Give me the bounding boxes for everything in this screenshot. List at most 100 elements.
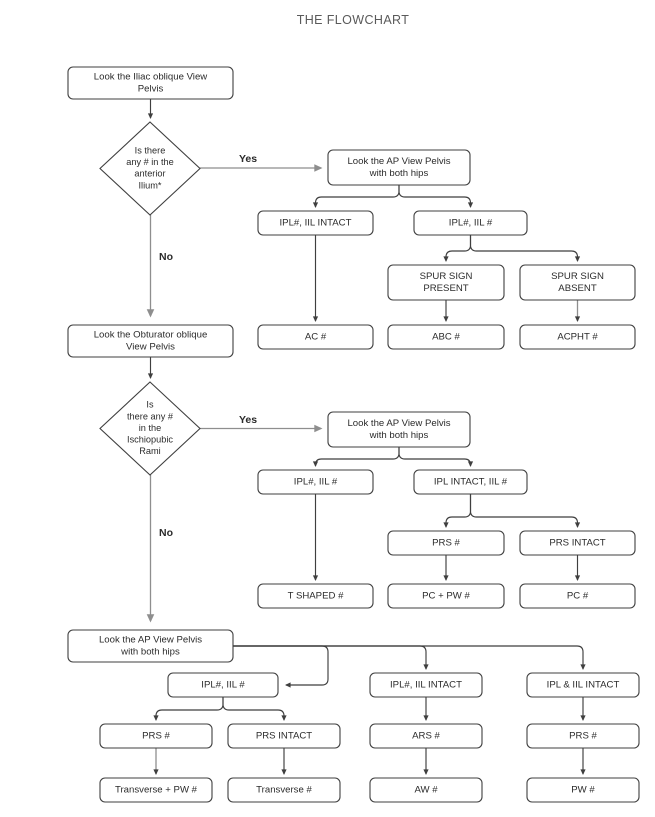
edge-labels-layer: Yes No Yes No (159, 153, 257, 539)
edge-n2-n4 (398, 185, 474, 209)
edges-layer (146, 99, 586, 776)
node-label-line: Ilium* (139, 180, 162, 190)
node-shape-box (387, 530, 505, 556)
process-node-ac[interactable]: AC # (257, 324, 374, 350)
node-shape-box (99, 723, 213, 749)
node-label-line: Is (146, 400, 154, 410)
node-shape-box (413, 210, 528, 236)
node-shape-box (67, 324, 234, 358)
node-shape-box (67, 629, 234, 663)
node-label-line: IPL & IIL INTACT (547, 680, 620, 691)
node-shape-box (387, 324, 505, 350)
node-label-line: Pelvis (138, 84, 164, 95)
node-label-line: T SHAPED # (288, 591, 344, 602)
edge-n4-n5 (443, 235, 472, 263)
node-shape-box (99, 777, 213, 803)
node-shape-box (369, 723, 483, 749)
node-label-line: AW # (414, 785, 438, 796)
node-shape-box (257, 583, 374, 609)
process-node-prs-intact[interactable]: PRS INTACT (227, 723, 341, 749)
node-label-line: PRESENT (423, 283, 468, 294)
process-node-prs[interactable]: PRS # (99, 723, 213, 749)
node-label-line: Rami (139, 446, 160, 456)
process-node-pc[interactable]: PC # (519, 583, 636, 609)
process-node-acpht[interactable]: ACPHT # (519, 324, 636, 350)
edge-label-no-1: No (159, 251, 173, 263)
page-title: THE FLOWCHART (297, 13, 410, 27)
node-label-line: IPL#, IIL # (449, 218, 493, 229)
node-shape-box (519, 324, 636, 350)
node-label-line: PC + PW # (422, 591, 470, 602)
node-label-line: Transverse + PW # (115, 785, 198, 796)
node-label-line: PRS INTACT (256, 731, 312, 742)
edge-label-no-2: No (159, 527, 173, 539)
node-shape-box (413, 469, 528, 495)
node-label-line: IPL#, IIL # (294, 477, 338, 488)
node-label-line: IPL INTACT, IIL # (434, 477, 508, 488)
node-shape-box (369, 777, 483, 803)
edge-n13-n15 (469, 494, 581, 529)
process-node-aw[interactable]: AW # (369, 777, 483, 803)
node-shape-box (167, 672, 279, 698)
process-node-pc-pw[interactable]: PC + PW # (387, 583, 505, 609)
process-node-ipl-iil-intact[interactable]: IPL#, IIL INTACT (369, 672, 483, 698)
node-label-line: ABSENT (558, 283, 597, 294)
process-node-prs[interactable]: PRS # (387, 530, 505, 556)
node-label-line: ARS # (412, 731, 440, 742)
process-node-ipl-iil[interactable]: IPL#, IIL # (167, 672, 279, 698)
process-node-ars[interactable]: ARS # (369, 723, 483, 749)
process-node-prs[interactable]: PRS # (526, 723, 640, 749)
edge-n4-n6 (469, 235, 581, 263)
process-node-pw[interactable]: PW # (526, 777, 640, 803)
process-node-ipl-iil-intact[interactable]: IPL#, IIL INTACT (257, 210, 374, 236)
edge-label-yes-1: Yes (239, 153, 257, 165)
process-node-abc[interactable]: ABC # (387, 324, 505, 350)
node-shape-box (67, 66, 234, 100)
node-shape-diamond (99, 121, 201, 216)
node-label-line: there any # (127, 411, 174, 421)
process-node-prs-intact[interactable]: PRS INTACT (519, 530, 636, 556)
node-label-line: any # in the (126, 157, 174, 167)
node-shape-box (387, 583, 505, 609)
node-shape-diamond (99, 381, 201, 476)
node-label-line: SPUR SIGN (551, 271, 604, 282)
node-label-line: Is there (135, 146, 166, 156)
node-label-line: IPL#, IIL # (201, 680, 245, 691)
node-label-line: PRS INTACT (549, 538, 605, 549)
node-shape-box (257, 469, 374, 495)
node-label-line: Look the AP View Pelvis (347, 156, 450, 167)
node-label-line: in the (139, 423, 161, 433)
node-shape-box (227, 723, 341, 749)
node-label-line: Look the Obturator oblique (94, 329, 208, 340)
node-shape-box (257, 210, 374, 236)
process-node-ipl-iil[interactable]: IPL#, IIL # (257, 469, 374, 495)
node-shape-box (327, 149, 471, 186)
process-node-t-shaped[interactable]: T SHAPED # (257, 583, 374, 609)
node-shape-box (526, 672, 640, 698)
edge-n20-n24 (222, 697, 287, 722)
process-node-ipl-intact-iil[interactable]: IPL INTACT, IIL # (413, 469, 528, 495)
process-node-ipl-iil[interactable]: IPL#, IIL # (413, 210, 528, 236)
edge-n2-n3 (312, 185, 400, 209)
node-label-line: with both hips (120, 647, 180, 658)
process-node-transverse-pw[interactable]: Transverse + PW # (99, 777, 213, 803)
node-label-line: PC # (567, 591, 589, 602)
process-node-ipl-iil-intact[interactable]: IPL & IIL INTACT (526, 672, 640, 698)
process-node-transverse[interactable]: Transverse # (227, 777, 341, 803)
edge-n20-n23 (153, 697, 224, 722)
node-shape-box (387, 264, 505, 301)
node-label-line: Ischiopubic (127, 435, 173, 445)
node-label-line: with both hips (369, 430, 429, 441)
node-label-line: PRS # (569, 731, 597, 742)
